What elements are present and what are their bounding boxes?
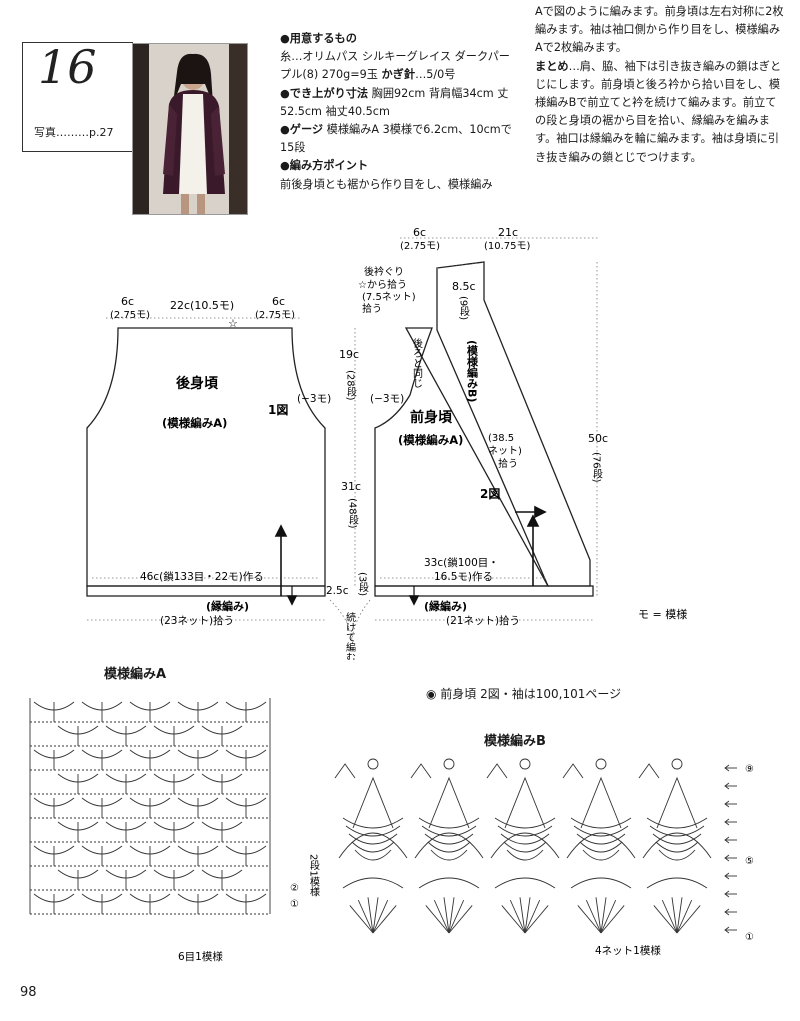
- collar-height: 8.5c: [452, 280, 476, 293]
- chart-a-row-2: ②: [290, 883, 299, 894]
- band-pickup-3: 拾う: [498, 457, 518, 470]
- chart-a-title: 模様編みA: [104, 667, 167, 682]
- back-bottom-foundation: 46c(鎖133目・22モ)作る: [140, 570, 264, 583]
- legend-motif: モ = 模様: [638, 607, 687, 621]
- top-width-21c-sub: (10.75モ): [484, 241, 531, 252]
- chart-b-title: 模様編みB: [484, 734, 546, 749]
- front-bottom-foundation-1: 33c(鎖100目・: [424, 556, 499, 569]
- front-body-name: 前身頃: [410, 409, 453, 426]
- top-width-6c-sub: (2.75モ): [400, 241, 440, 252]
- collar-note-2: ☆から拾う: [358, 278, 407, 291]
- total-height: 50c: [588, 432, 608, 445]
- back-shoulder-right: 6c: [272, 295, 285, 308]
- body-rows: (48段): [347, 498, 359, 529]
- band-pickup-1: (38.5: [488, 433, 514, 444]
- yoke-rows: (28段): [345, 370, 357, 401]
- chart-b-stitch-diagram: ⑨ ⑤ ① 4ネット1模様: [334, 758, 754, 957]
- chart-a-repeat-height: 2段1模様: [308, 854, 320, 897]
- points-heading: ●編み方ポイント: [280, 159, 369, 173]
- page-number: 98: [20, 985, 37, 1000]
- model-photo: [132, 43, 248, 215]
- hook-body: …5/0号: [415, 68, 456, 82]
- chart-b-row-1: ①: [745, 932, 754, 943]
- finishing-body: …肩、脇、袖下は引き抜き編みの鎖はぎとじにします。前身頃と後ろ衿から拾い目をし、…: [535, 59, 782, 164]
- back-body-name: 後身頃: [176, 375, 219, 392]
- collar-note-1: 後衿ぐり: [364, 265, 404, 278]
- front-pickup-label: (21ネット)拾う: [446, 614, 520, 627]
- total-rows: (76段): [591, 452, 603, 483]
- back-edge-band: [86, 585, 326, 597]
- materials-body: 糸…オリムパス シルキーグレイス ダークパープル(8) 270g=9玉: [280, 50, 510, 82]
- pattern-number-box: [22, 42, 133, 152]
- band-pickup-2: ネット): [488, 445, 522, 457]
- front-body-outline: [374, 327, 550, 587]
- instructions-col-2: Aで図のように編みます。前身頃は左右対称に2枚編みます。袖は袖口側から作り目をし…: [535, 3, 787, 167]
- chart-a-row-1: ①: [290, 899, 299, 910]
- hook-heading: かぎ針: [381, 68, 416, 82]
- front-band-outline: [436, 261, 591, 587]
- schematic-diagram: 6c (2.75モ) 22c(10.5モ) 6c (2.75モ) ☆ 後身頃 (…: [86, 226, 687, 660]
- band-pattern: (模様編みB): [466, 340, 479, 402]
- instructions-col-1: ●用意するもの 糸…オリムパス シルキーグレイス ダークパープル(8) 270g…: [280, 30, 516, 194]
- back-body-outline: [86, 327, 326, 587]
- figure-2-label: 2図: [480, 487, 500, 501]
- armhole-decrease-back: (−3モ): [297, 393, 331, 405]
- continue-knitting: 続けて編む: [344, 611, 356, 660]
- chart-b-row-9: ⑨: [745, 764, 754, 775]
- neck-star-mark: ☆: [228, 317, 238, 330]
- top-width-21c: 21c: [498, 226, 518, 239]
- back-shoulder-right-sub: (2.75モ): [255, 310, 295, 321]
- top-width-6c: 6c: [413, 226, 426, 239]
- chart-a-repeat-width: 6目1模様: [178, 950, 223, 963]
- yoke-height: 19c: [339, 348, 359, 361]
- armhole-decrease-front: (−3モ): [370, 393, 404, 405]
- size-heading: ●でき上がり寸法: [280, 86, 369, 100]
- gauge-heading: ●ゲージ: [280, 123, 324, 137]
- front-body-pattern: (模様編みA): [398, 433, 463, 447]
- chart-b-reference: ◉ 前身頃 2図・袖は100,101ページ: [426, 687, 622, 701]
- body-height: 31c: [341, 480, 361, 493]
- same-as-back: 後ろと同じ: [411, 337, 423, 388]
- chart-a-stitch-diagram: ② ① 2段1模様 6目1模様: [29, 698, 320, 963]
- front-edge-band: [374, 585, 594, 597]
- edge-height: 2.5c: [326, 585, 349, 597]
- back-edge-label: (縁編み): [206, 599, 249, 613]
- pattern-number: 16: [38, 40, 97, 94]
- back-shoulder-left: 6c: [121, 295, 134, 308]
- collar-rows: (9段): [458, 296, 470, 320]
- size-body: 胸囲92cm 背肩幅34cm 丈52.5cm 袖丈40.5cm: [280, 86, 509, 118]
- back-neck-width: 22c(10.5モ): [170, 299, 234, 312]
- back-body-pattern: (模様編みA): [162, 416, 227, 430]
- gauge-body: 模様編みA 3模様で6.2cm、10cmで15段: [280, 123, 512, 155]
- model-photo-illustration: [133, 44, 247, 214]
- instructions-continued: Aで図のように編みます。前身頃は左右対称に2枚編みます。袖は袖口側から作り目をし…: [535, 5, 784, 55]
- chart-b-row-5: ⑤: [745, 856, 754, 867]
- back-shoulder-left-sub: (2.75モ): [110, 310, 150, 321]
- collar-note-3: (7.5ネット): [362, 291, 416, 303]
- edge-rows: (3段): [357, 572, 369, 596]
- chart-b-repeat: 4ネット1模様: [595, 944, 661, 957]
- front-edge-label: (縁編み): [424, 599, 467, 613]
- materials-heading: ●用意するもの: [280, 32, 357, 45]
- front-bottom-foundation-2: 16.5モ)作る: [434, 571, 493, 583]
- points-body: 前後身頃とも裾から作り目をし、模様編み: [280, 177, 493, 191]
- collar-note-4: 拾う: [362, 302, 382, 315]
- back-pickup-label: (23ネット)拾う: [160, 614, 234, 627]
- photo-reference: 写真………p.27: [34, 126, 114, 139]
- figure-1-label: 1図: [268, 403, 288, 417]
- finishing-heading: まとめ: [535, 59, 569, 73]
